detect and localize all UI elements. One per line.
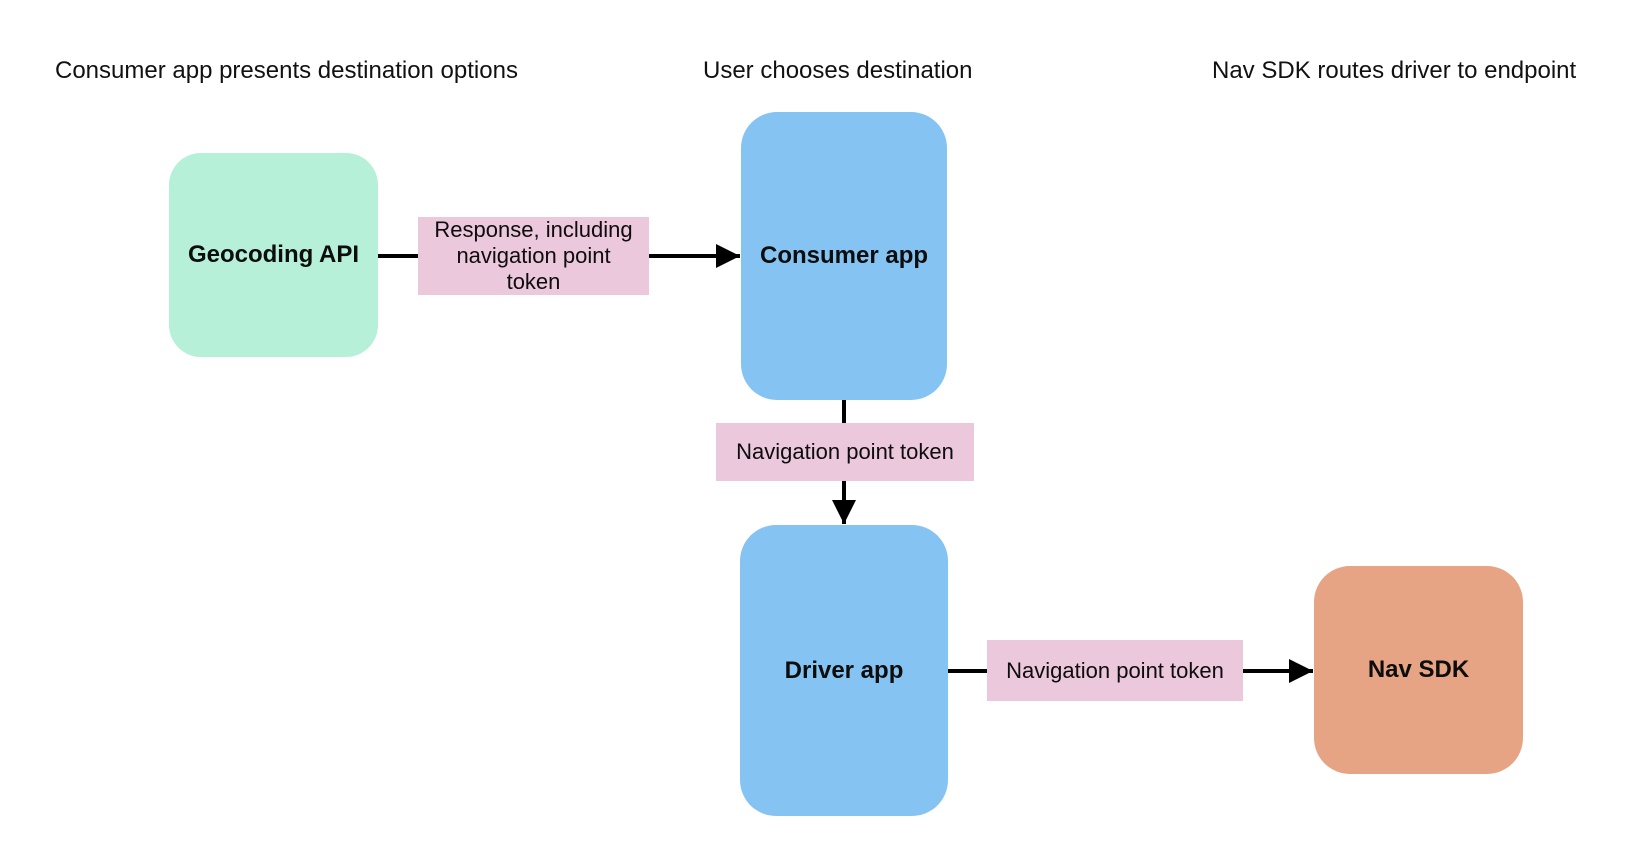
node-geocoding-api-label: Geocoding API <box>187 241 360 268</box>
column-header-navsdk-routes: Nav SDK routes driver to endpoint <box>1212 57 1577 84</box>
node-nav-sdk-label: Nav SDK <box>1367 656 1470 683</box>
column-header-user-chooses: User chooses destination <box>703 57 973 84</box>
edge-label-response-including-token: Response, including navigation point tok… <box>418 217 649 295</box>
column-header-consumer-presents: Consumer app presents destination option… <box>55 57 518 84</box>
edge-label-navigation-point-token-horizontal: Navigation point token <box>987 640 1243 701</box>
node-geocoding-api: Geocoding API <box>169 153 378 357</box>
node-nav-sdk: Nav SDK <box>1314 566 1523 774</box>
edge-label-navigation-point-token-vertical: Navigation point token <box>716 423 974 481</box>
node-consumer-app-label: Consumer app <box>759 242 929 269</box>
node-driver-app-label: Driver app <box>784 656 904 684</box>
node-consumer-app: Consumer app <box>741 112 947 400</box>
node-driver-app: Driver app <box>740 525 948 816</box>
